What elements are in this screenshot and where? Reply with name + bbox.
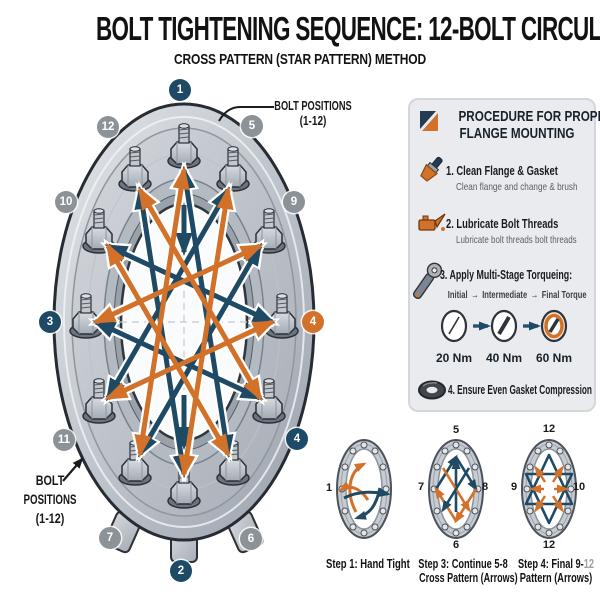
stage-arrow-1: →	[471, 289, 479, 301]
bolt-badge-4-lower: 4	[286, 428, 308, 450]
panel-item-3-title: 3. Apply Multi-Stage Torqueing:	[440, 267, 600, 282]
ratchet-icon	[412, 262, 443, 300]
step3-arrows	[434, 454, 478, 524]
step4-arrows	[524, 453, 574, 525]
step4-label-12-bottom: 12	[542, 539, 556, 551]
bolt-badge-2: 2	[170, 560, 192, 582]
oil-can-icon	[418, 213, 446, 231]
step4-caption-line1-main: Step 4: Final 9-	[517, 557, 584, 571]
callout-top-line1: BOLT POSITIONS	[274, 99, 352, 113]
step3-caption: Step 3: Continue 5-8 Cross Pattern (Arro…	[402, 557, 524, 585]
step4-caption-line1-dim: 12	[583, 557, 595, 571]
panel-item-1-title-text: 1. Clean Flange & Gasket	[446, 163, 558, 178]
step3-label-7: 7	[417, 481, 425, 493]
procedure-panel: PROCEDURE FOR PROPER FLANGE MOUNTING 1. …	[408, 98, 600, 412]
step4-caption-line2: Pattern (Arrows)	[519, 571, 593, 585]
panel-item-4-title-text: 4. Ensure Even Gasket Compression	[448, 383, 592, 397]
step4-caption: Step 4: Final 9-12 Pattern (Arrows)	[498, 557, 600, 585]
step1-arrows	[338, 462, 391, 520]
callout-bottom-line1: BOLT	[35, 473, 65, 488]
callout-top-leader	[218, 106, 274, 122]
step4-label-10: 10	[572, 481, 586, 493]
page-subtitle: CROSS PATTERN (STAR PATTERN) METHOD	[174, 51, 426, 68]
brush-icon	[420, 156, 443, 182]
panel-item-1-subtitle: Clean flange and change & brush	[456, 181, 600, 193]
bolt-badge-9: 9	[283, 191, 305, 213]
flag-split-icon	[420, 111, 438, 131]
step4-label-12-top: 12	[542, 423, 556, 435]
bolt-badge-6: 6	[240, 528, 262, 550]
panel-header-line2: FLANGE MOUNTING	[459, 125, 575, 142]
panel-item-2-title-text: 2. Lubricate Bolt Threads	[446, 216, 559, 231]
stage-final-label: Final Torque	[541, 289, 587, 301]
panel-item-3-title-text: 3. Apply Multi-Stage Torqueing:	[440, 267, 573, 282]
panel-header-line1: PROCEDURE FOR PROPER	[458, 108, 600, 125]
callout-top-line2: (1-12)	[299, 114, 327, 128]
step1-label-1: 1	[325, 482, 333, 494]
bolt-badge-7: 7	[99, 527, 121, 549]
torque-label-40nm: 40 Nm	[485, 351, 523, 365]
bolt-badge-3: 3	[39, 311, 61, 333]
step3-caption-line2: Cross Pattern (Arrows)	[419, 571, 518, 585]
callout-bolt-positions-top: BOLT POSITIONS (1-12)	[258, 99, 368, 129]
step1-ring	[336, 439, 392, 539]
step3-label-8: 8	[481, 481, 489, 493]
step3-label-5: 5	[452, 424, 460, 436]
panel-item-2-subtitle: Lubricate bolt threads bolt threads	[456, 234, 600, 246]
panel-item-2-title: 2. Lubricate Bolt Threads	[446, 216, 600, 231]
bolt-badge-10: 10	[55, 191, 77, 213]
stage-arrow-2: →	[530, 289, 539, 301]
torque-stage-icons	[440, 309, 568, 343]
torque-label-60nm: 60 Nm	[535, 351, 573, 365]
callout-bottom-line2: POSITIONS	[23, 492, 77, 507]
bolt-badge-5: 5	[241, 115, 263, 137]
torque-label-20nm: 20 Nm	[435, 351, 473, 365]
step4-ring	[521, 439, 577, 539]
callout-bottom-line3: (1-12)	[35, 511, 65, 526]
sequence-arrows-orange	[92, 166, 276, 478]
callout-bolt-positions-bottom: BOLT POSITIONS (1-12)	[2, 471, 98, 528]
step1-caption: Step 1: Hand Tight	[314, 557, 414, 571]
callout-bottom-leader	[62, 457, 84, 482]
gasket-icon	[418, 380, 446, 400]
step4-caption-line1: Step 4: Final 9-12	[513, 557, 599, 571]
panel-item-2-subtitle-text: Lubricate bolt threads bolt threads	[456, 234, 577, 246]
stage-initial-label: Initial	[447, 289, 468, 301]
panel-item-4-title: 4. Ensure Even Gasket Compression	[448, 383, 600, 397]
step4-label-9: 9	[510, 481, 518, 493]
panel-item-1-title: 1. Clean Flange & Gasket	[446, 163, 600, 178]
panel-header: PROCEDURE FOR PROPER FLANGE MOUNTING	[442, 108, 600, 142]
torque-stage-flow: Initial → Intermediate → Final Torque	[424, 289, 594, 301]
step1-caption-line1: Step 1: Hand Tight	[326, 557, 410, 571]
bolt-badge-1: 1	[169, 79, 191, 101]
panel-item-1-subtitle-text: Clean flange and change & brush	[456, 181, 578, 193]
page-title: BOLT TIGHTENING SEQUENCE: 12-BOLT CIRCUL…	[96, 10, 600, 47]
step3-label-6: 6	[452, 539, 460, 551]
bolt-badge-12: 12	[97, 116, 119, 138]
step3-caption-line1: Step 3: Continue 5-8	[418, 557, 508, 571]
step3-ring	[428, 439, 484, 539]
stage-intermediate-label: Intermediate	[482, 289, 528, 301]
bolt-badge-4-right: 4	[302, 311, 324, 333]
bolt-badge-11: 11	[53, 429, 75, 451]
